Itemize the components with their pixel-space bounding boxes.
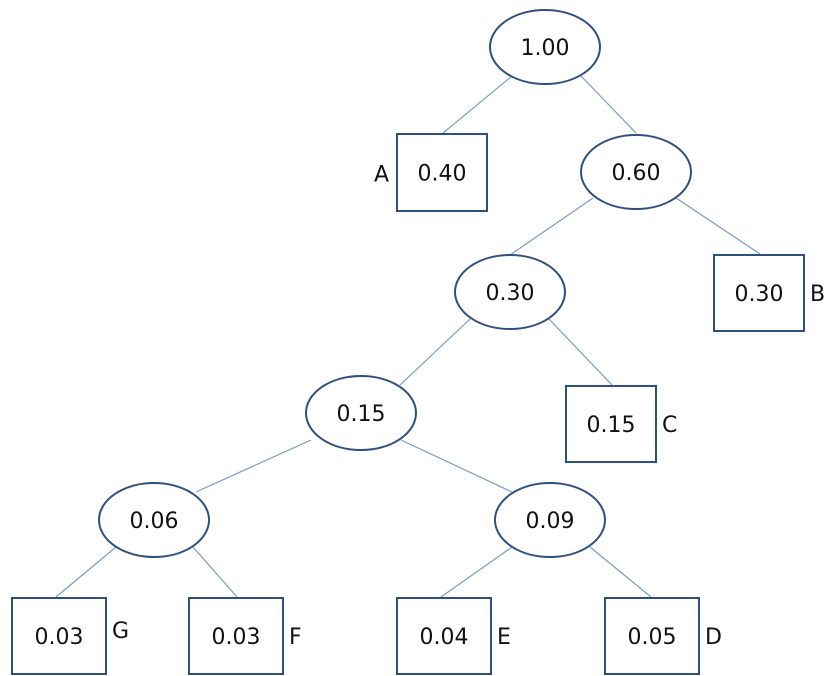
tree-edge-n009-d — [589, 546, 652, 598]
node-value: 0.15 — [337, 402, 386, 427]
internal-node-n009: 0.09 — [494, 482, 606, 558]
tree-edge-n060-b — [675, 197, 761, 255]
tree-edge-root-n060 — [580, 75, 637, 134]
internal-node-n015: 0.15 — [305, 375, 417, 451]
tree-edge-n015-n006 — [195, 439, 312, 493]
leaf-node-a: 0.40 A — [374, 133, 488, 212]
leaf-node-b: 0.30 B — [713, 254, 825, 332]
leaf-value: 0.15 — [587, 413, 636, 438]
tree-edge-n060-n030 — [509, 197, 594, 256]
leaf-value: 0.03 — [35, 625, 84, 650]
tree-edge-n006-f — [192, 546, 238, 598]
node-ellipse — [494, 482, 606, 558]
leaf-box — [188, 597, 284, 675]
leaf-node-e: 0.04 E — [396, 597, 511, 675]
tree-edge-n015-n009 — [400, 439, 513, 493]
leaf-box — [396, 133, 488, 212]
leaf-label: E — [497, 625, 511, 650]
internal-node-n006: 0.06 — [98, 482, 210, 558]
tree-edge-root-a — [442, 75, 513, 134]
leaf-label: B — [810, 282, 825, 307]
tree-edge-n006-g — [55, 546, 117, 598]
leaf-box — [713, 254, 805, 332]
internal-node-n030: 0.30 — [454, 254, 566, 330]
leaf-node-g: 0.03 G — [11, 597, 129, 675]
leaf-label: D — [705, 625, 722, 650]
leaf-node-f: 0.03 F — [188, 597, 302, 675]
leaf-node-d: 0.05 D — [604, 597, 722, 675]
tree-edge-n030-c — [548, 318, 613, 386]
tree-edge-n009-e — [440, 546, 513, 598]
node-value: 1.00 — [521, 36, 570, 61]
leaf-label: C — [662, 413, 677, 438]
leaf-box — [396, 597, 492, 675]
node-ellipse — [489, 9, 601, 85]
leaf-value: 0.05 — [628, 625, 677, 650]
leaf-label: G — [112, 619, 129, 644]
node-value: 0.60 — [612, 161, 661, 186]
node-value: 0.06 — [130, 509, 179, 534]
node-value: 0.30 — [486, 281, 535, 306]
node-ellipse — [580, 134, 692, 210]
internal-node-n060: 0.60 — [580, 134, 692, 210]
leaf-node-c: 0.15 C — [565, 385, 677, 463]
node-ellipse — [305, 375, 417, 451]
leaf-label: F — [289, 625, 302, 650]
node-ellipse — [454, 254, 566, 330]
leaf-value: 0.04 — [420, 625, 469, 650]
node-value: 0.09 — [526, 509, 575, 534]
internal-node-root: 1.00 — [489, 9, 601, 85]
leaf-value: 0.40 — [418, 162, 467, 187]
node-ellipse — [98, 482, 210, 558]
leaf-value: 0.03 — [212, 625, 261, 650]
leaf-box — [604, 597, 700, 675]
tree-edge-n030-n015 — [399, 318, 471, 386]
leaf-label: A — [374, 163, 389, 188]
leaf-box — [565, 385, 657, 463]
leaf-value: 0.30 — [735, 282, 784, 307]
leaf-box — [11, 597, 107, 675]
